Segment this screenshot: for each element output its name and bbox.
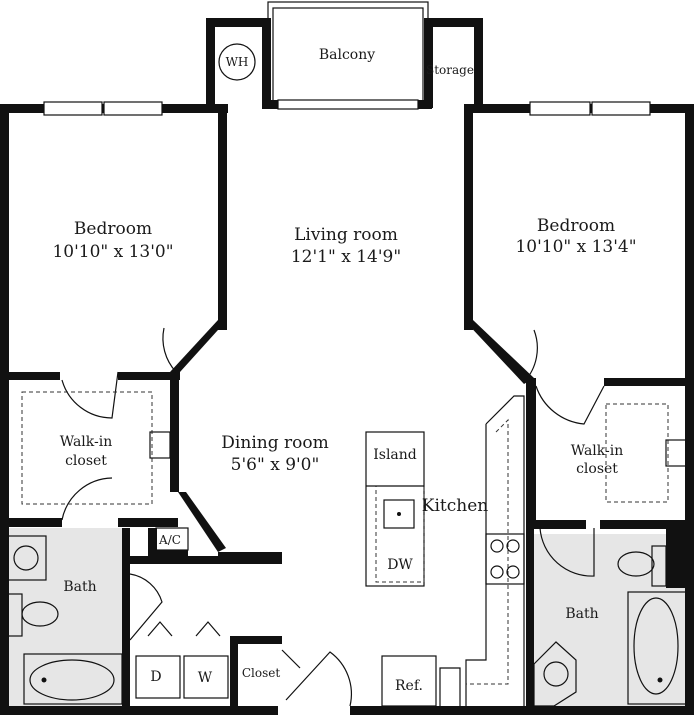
wall-diagonal-right <box>464 320 534 384</box>
washer-outline <box>183 655 229 699</box>
closet-name: Closet <box>242 666 281 680</box>
walkin-left-line1: Walk-in <box>60 434 112 450</box>
closet-shelf-left <box>21 391 153 505</box>
living-room-name: Living room <box>294 225 398 245</box>
closet-rod-left <box>149 431 171 459</box>
bedroom-left-size: 10'10" x 13'0" <box>52 242 173 262</box>
water-heater-icon <box>218 43 256 81</box>
kitchen-name: Kitchen <box>422 496 488 516</box>
wall-diagonal-left <box>170 320 227 372</box>
ac-box <box>155 527 189 551</box>
dining-room-size: 5'6" x 9'0" <box>231 455 320 475</box>
kitchen-upper-cabinets <box>466 418 509 685</box>
dishwasher-name: DW <box>387 557 413 573</box>
bath-right-floor <box>532 534 686 706</box>
closet-shelf-right <box>605 403 669 503</box>
bath-left-fixtures <box>7 535 123 705</box>
bedroom-left-name: Bedroom <box>74 219 152 239</box>
windows <box>43 99 651 116</box>
storage-name: Storage <box>426 63 474 77</box>
bedroom-right-size: 10'10" x 13'4" <box>515 237 636 257</box>
bath-right-fixtures <box>533 545 687 707</box>
bedroom-right-name: Bedroom <box>537 216 615 236</box>
doors <box>61 327 605 707</box>
island-name: Island <box>373 447 417 463</box>
water-heater-name: WH <box>226 55 249 69</box>
walkin-right-line2: closet <box>576 461 618 477</box>
dining-room-name: Dining room <box>221 433 328 453</box>
refrigerator-outline <box>381 655 437 707</box>
refrigerator-name: Ref. <box>395 678 423 694</box>
walkin-right-line1: Walk-in <box>571 443 623 459</box>
dryer-outline <box>135 655 181 699</box>
kitchen-island <box>365 431 425 587</box>
ac-name: A/C <box>158 533 181 547</box>
laundry-bifold <box>147 621 221 637</box>
walkin-left-line2: closet <box>65 453 107 469</box>
bath-left-floor <box>8 528 122 706</box>
wall-dining-stub <box>218 552 282 560</box>
bath-left-name: Bath <box>63 579 96 595</box>
washer-name: W <box>198 670 213 686</box>
wall-diagonal-ac <box>178 492 226 552</box>
closet-rod-right <box>665 439 687 467</box>
living-room-size: 12'1" x 14'9" <box>291 247 401 267</box>
dryer-name: D <box>150 669 161 685</box>
bath-right-name: Bath <box>565 606 598 622</box>
stove-icon <box>485 533 525 585</box>
balcony-name: Balcony <box>319 47 375 63</box>
